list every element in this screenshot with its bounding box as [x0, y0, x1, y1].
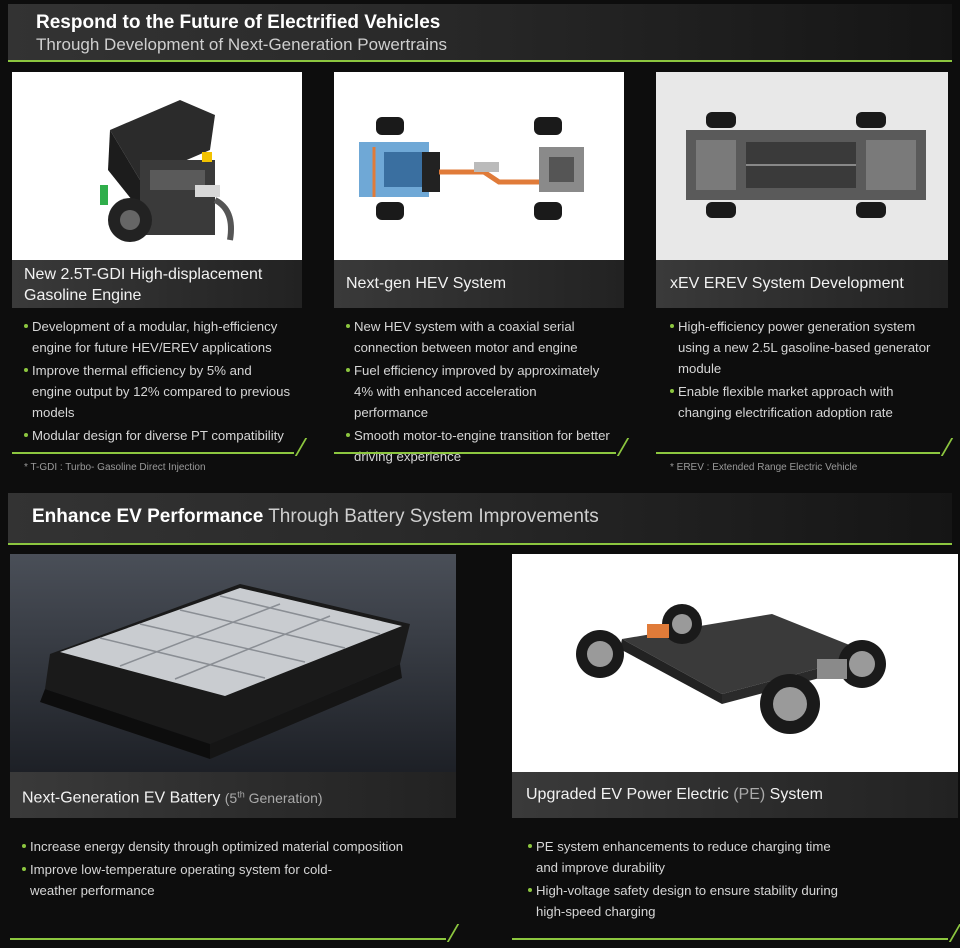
bullet-item: Development of a modular, high-efficienc…: [22, 316, 292, 358]
footnote: * EREV : Extended Range Electric Vehicle: [670, 462, 858, 473]
top-section-header: Respond to the Future of Electrified Veh…: [8, 4, 952, 62]
card-title: Next-gen HEV System: [334, 260, 624, 308]
card-title: New 2.5T-GDI High-displacement Gasoline …: [12, 260, 302, 308]
card-ev-battery: Next-Generation EV Battery (5th Generati…: [10, 554, 456, 942]
hev-chassis-image: [334, 72, 624, 260]
accent-footline: [334, 452, 616, 454]
erev-chassis-image: [656, 72, 948, 260]
card-title-line-2: Gasoline Engine: [24, 287, 142, 304]
battery-pack-image: [10, 554, 456, 772]
ev-platform-image: [512, 554, 958, 772]
bullet-item: Increase energy density through optimize…: [20, 836, 446, 857]
accent-footline: [512, 938, 948, 940]
bullet-item: PE system enhancements to reduce chargin…: [526, 836, 846, 878]
card-xev-erev: xEV EREV System Development High-efficie…: [656, 72, 948, 482]
bullet-item: Improve low-temperature operating system…: [20, 859, 340, 901]
top-section-title: Respond to the Future of Electrified Veh…: [36, 12, 441, 33]
bullet-item: Smooth motor-to-engine transition for be…: [344, 425, 614, 467]
bullet-item: New HEV system with a coaxial serial con…: [344, 316, 614, 358]
bullet-list: High-efficiency power generation system …: [656, 316, 948, 425]
top-section-subtitle: Through Development of Next-Generation P…: [36, 35, 448, 54]
gen-open: (5: [224, 789, 238, 806]
card-title-c: System: [765, 786, 823, 803]
bottom-title-bold: Enhance EV Performance: [32, 506, 264, 527]
card-title: Upgraded EV Power Electric (PE) System: [512, 772, 958, 818]
accent-footline: [656, 452, 940, 454]
card-title: xEV EREV System Development: [656, 260, 948, 308]
card-title: Next-Generation EV Battery (5th Generati…: [10, 772, 456, 818]
accent-footline: [12, 452, 294, 454]
bullet-list: PE system enhancements to reduce chargin…: [512, 836, 958, 924]
footnote: * T-GDI : Turbo- Gasoline Direct Injecti…: [24, 462, 206, 473]
gen-close: Generation): [244, 789, 323, 806]
bullet-list: Increase energy density through optimize…: [10, 836, 456, 903]
card-next-gen-hev: Next-gen HEV System New HEV system with …: [334, 72, 624, 464]
bullet-item: Fuel efficiency improved by approximatel…: [344, 360, 614, 423]
bullet-item: Modular design for diverse PT compatibil…: [22, 425, 292, 446]
bullet-item: Improve thermal efficiency by 5% and eng…: [22, 360, 292, 423]
card-title-main: Next-Generation EV Battery: [22, 789, 221, 807]
gen-sup: th: [237, 789, 245, 799]
card-title-line-1: New 2.5T-GDI High-displacement: [24, 266, 263, 283]
bullet-list: Development of a modular, high-efficienc…: [12, 316, 302, 448]
card-title-a: Upgraded EV Power Electric: [526, 786, 734, 803]
bottom-section-title: Enhance EV Performance Through Battery S…: [32, 506, 599, 528]
bottom-title-rest: Through Battery System Improvements: [268, 506, 599, 527]
bottom-section-header: Enhance EV Performance Through Battery S…: [8, 493, 952, 545]
accent-footline: [10, 938, 446, 940]
card-title-pe: (PE): [733, 786, 766, 803]
bullet-item: Enable flexible market approach with cha…: [668, 381, 938, 423]
bullet-item: High-efficiency power generation system …: [668, 316, 938, 379]
card-ev-power-electric: Upgraded EV Power Electric (PE) System P…: [512, 554, 958, 942]
engine-image: [12, 72, 302, 260]
card-2-5t-gdi-engine: New 2.5T-GDI High-displacement Gasoline …: [12, 72, 302, 482]
bullet-list: New HEV system with a coaxial serial con…: [334, 316, 624, 469]
bullet-item: High-voltage safety design to ensure sta…: [526, 880, 856, 922]
card-title-generation: (5th Generation): [224, 789, 323, 806]
